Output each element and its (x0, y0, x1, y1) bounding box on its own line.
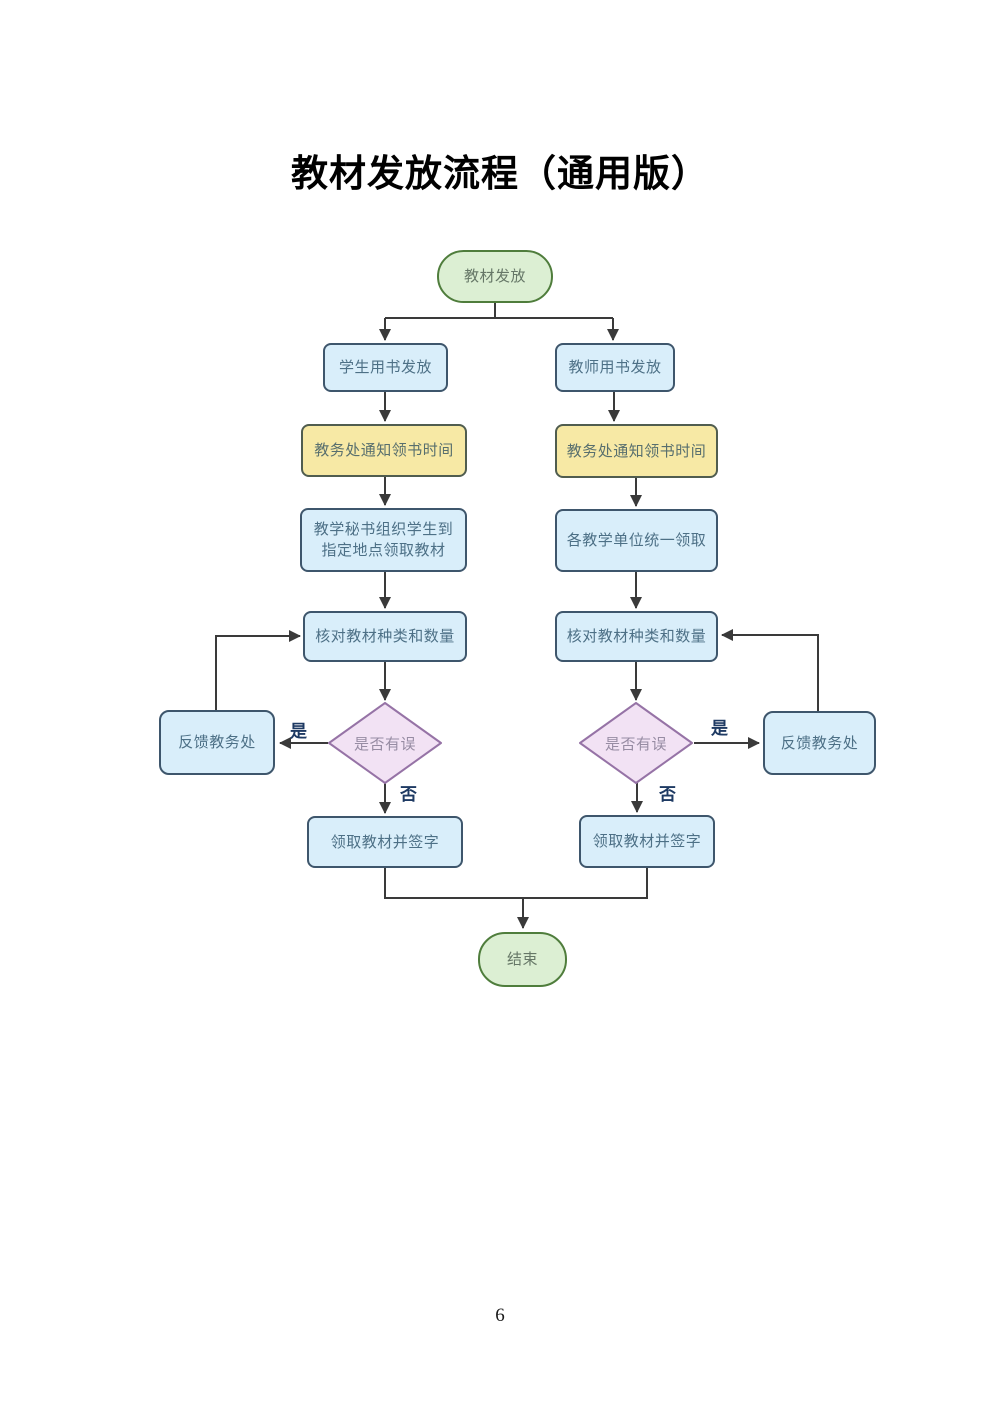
left-step-organize-students: 教学秘书组织学生到 指定地点领取教材 (300, 508, 467, 572)
page-number: 6 (495, 1305, 505, 1326)
node-label: 领取教材并签字 (592, 833, 702, 850)
left-step-student-books: 学生用书发放 (323, 343, 448, 392)
right-yes-label: 是 (711, 719, 728, 738)
edge-lfeedback-l4-loop (215, 630, 301, 710)
node-label: 反馈教务处 (178, 734, 256, 751)
start-node: 教材发放 (437, 250, 553, 303)
start-node-label: 教材发放 (463, 268, 526, 285)
node-label: 教务处通知领书时间 (566, 442, 707, 460)
decision-text: 是否有误 (604, 735, 667, 753)
node-label: 教务处通知领书时间 (314, 442, 454, 459)
node-label: 核对教材种类和数量 (566, 628, 707, 645)
right-step-sign: 领取教材并签字 (579, 815, 715, 868)
left-feedback-node: 反馈教务处 (159, 710, 275, 775)
left-step-sign: 领取教材并签字 (307, 816, 463, 868)
node-label: 反馈教务处 (780, 734, 859, 752)
node-label: 教师用书发放 (568, 359, 662, 376)
right-step-check-books: 核对教材种类和数量 (555, 611, 718, 662)
right-decision-diamond (579, 702, 693, 784)
node-label-line1: 教学秘书组织学生到 (313, 521, 454, 538)
edge-start-stem (385, 302, 613, 319)
left-decision-label: 是否有误 (325, 723, 445, 763)
right-feedback-node: 反馈教务处 (763, 711, 876, 775)
node-label: 各教学单位统一领取 (566, 532, 707, 549)
right-no-label: 否 (659, 785, 676, 804)
node-label-line2: 指定地点领取教材 (321, 542, 446, 559)
page-title: 教材发放流程（通用版） (291, 154, 709, 195)
end-node: 结束 (478, 932, 567, 987)
right-step-unit-collect: 各教学单位统一领取 (555, 509, 718, 572)
left-decision-diamond (328, 702, 442, 784)
edge-rfeedback-r4-loop (721, 629, 819, 711)
node-label: 核对教材种类和数量 (315, 628, 455, 645)
node-label: 领取教材并签字 (330, 833, 440, 851)
left-yes-label: 是 (290, 722, 307, 741)
right-step-notify-time: 教务处通知领书时间 (555, 424, 718, 478)
node-label: 学生用书发放 (338, 359, 432, 376)
edge-merge (384, 868, 648, 899)
decision-text: 是否有误 (353, 735, 416, 753)
right-step-teacher-books: 教师用书发放 (555, 343, 675, 392)
end-node-label: 结束 (506, 951, 538, 968)
right-decision-label: 是否有误 (576, 723, 696, 763)
left-no-label: 否 (400, 785, 417, 804)
left-step-check-books: 核对教材种类和数量 (303, 611, 467, 662)
left-step-notify-time: 教务处通知领书时间 (301, 424, 467, 477)
